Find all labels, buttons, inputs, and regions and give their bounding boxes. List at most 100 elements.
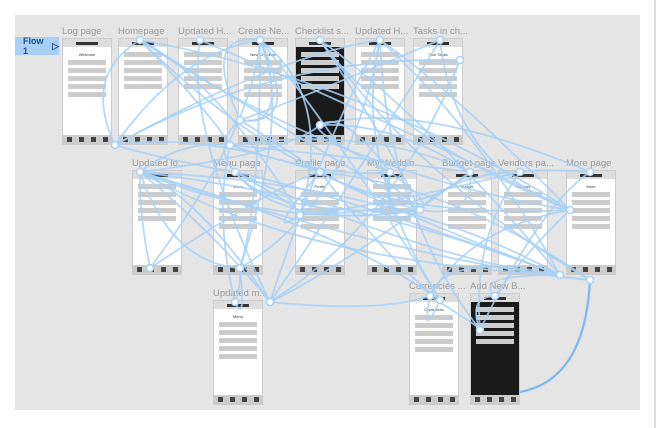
- frame-label[interactable]: My Weddin...: [367, 158, 423, 169]
- placeholder-bar: [476, 315, 514, 320]
- frame-thumbnail[interactable]: [355, 38, 405, 145]
- frame-label[interactable]: Menu page: [213, 158, 261, 169]
- placeholder-bar: [219, 338, 257, 343]
- tab-bar: [119, 135, 167, 144]
- frame-header: [63, 39, 111, 47]
- placeholder-bar: [373, 216, 411, 221]
- frame-thumbnail[interactable]: [367, 170, 417, 275]
- placeholder-bar: [124, 84, 162, 89]
- placeholder-bar: [476, 323, 514, 328]
- placeholder-bar: [68, 60, 106, 65]
- placeholder-bar: [448, 192, 486, 197]
- frame-thumbnail[interactable]: Menu: [213, 300, 263, 405]
- frame-label[interactable]: Budget page: [442, 158, 496, 169]
- placeholder-bar: [572, 224, 610, 229]
- placeholder-bar: [361, 84, 399, 89]
- frame-header: [119, 39, 167, 47]
- frame-label[interactable]: Profile page: [295, 158, 346, 169]
- frame-label[interactable]: Updated m...: [213, 288, 268, 299]
- frame-label[interactable]: Log page: [62, 26, 102, 37]
- placeholder-bar: [476, 331, 514, 336]
- frame-thumbnail[interactable]: More: [566, 170, 616, 275]
- frame-title: Welcome: [78, 52, 96, 57]
- tab-bar: [567, 265, 615, 274]
- frame-label[interactable]: Vendors pa...: [498, 158, 554, 169]
- placeholder-bar: [219, 208, 257, 213]
- flow-label: Flow 1: [23, 36, 44, 56]
- placeholder-bar: [301, 224, 339, 229]
- placeholder-bar: [419, 68, 457, 73]
- frame-thumbnail[interactable]: [295, 38, 345, 145]
- frame-thumbnail[interactable]: New Checklist: [238, 38, 288, 145]
- frame-label[interactable]: Homepage: [118, 26, 165, 37]
- frame-label[interactable]: Checklist s...: [295, 26, 349, 37]
- placeholder-bar: [301, 76, 339, 81]
- placeholder-bar: [373, 200, 411, 205]
- placeholder-bar: [419, 92, 457, 97]
- placeholder-bar: [124, 52, 162, 57]
- frame-thumbnail[interactable]: Welcome: [62, 38, 112, 145]
- placeholder-bar: [572, 192, 610, 197]
- frame-thumbnail[interactable]: Profile: [295, 170, 345, 275]
- play-icon[interactable]: ▷: [52, 40, 59, 51]
- frame-thumbnail[interactable]: Your Tasks: [413, 38, 463, 145]
- frame-thumbnail[interactable]: [470, 293, 520, 405]
- frame-thumbnail[interactable]: Currencies: [409, 293, 459, 405]
- frame-thumbnail[interactable]: [118, 38, 168, 145]
- frame-label[interactable]: Updated H...: [355, 26, 409, 37]
- frame-title: Profile: [314, 184, 326, 189]
- placeholder-bar: [68, 84, 106, 89]
- placeholder-bar: [184, 60, 222, 65]
- placeholder-bar: [219, 346, 257, 351]
- placeholder-bar: [219, 192, 257, 197]
- placeholder-bar: [184, 84, 222, 89]
- placeholder-bar: [504, 200, 542, 205]
- placeholder-bar: [415, 347, 453, 352]
- tab-bar: [133, 265, 181, 274]
- frame-label[interactable]: Add New B...: [470, 281, 526, 292]
- frame-header: [414, 39, 462, 47]
- frame-header: [471, 294, 519, 302]
- placeholder-bar: [448, 208, 486, 213]
- frame-label[interactable]: Currencies ...: [409, 281, 466, 292]
- placeholder-bar: [419, 84, 457, 89]
- placeholder-bar: [184, 76, 222, 81]
- frame-label[interactable]: Updated lo...: [132, 158, 186, 169]
- placeholder-bar: [373, 184, 411, 189]
- frame-header: [499, 171, 547, 179]
- frame-thumbnail[interactable]: [178, 38, 228, 145]
- placeholder-bar: [301, 208, 339, 213]
- placeholder-bar: [68, 76, 106, 81]
- frame-header: [410, 294, 458, 302]
- placeholder-bar: [138, 184, 176, 189]
- frame-thumbnail[interactable]: [132, 170, 182, 275]
- frame-header: [214, 301, 262, 309]
- placeholder-bar: [415, 323, 453, 328]
- frame-thumbnail[interactable]: Budget: [442, 170, 492, 275]
- placeholder-bar: [476, 339, 514, 344]
- placeholder-bar: [244, 76, 282, 81]
- flow-starting-point[interactable]: Flow 1 ▷: [15, 36, 59, 56]
- scrollbar[interactable]: [654, 0, 656, 428]
- tab-bar: [414, 135, 462, 144]
- placeholder-bar: [415, 339, 453, 344]
- placeholder-bar: [219, 200, 257, 205]
- frame-thumbnail[interactable]: Menu: [213, 170, 263, 275]
- tab-bar: [368, 265, 416, 274]
- frame-header: [567, 171, 615, 179]
- frame-header: [368, 171, 416, 179]
- placeholder-bar: [504, 208, 542, 213]
- frame-label[interactable]: More page: [566, 158, 612, 169]
- placeholder-bar: [415, 315, 453, 320]
- placeholder-bar: [361, 60, 399, 65]
- placeholder-bar: [244, 92, 282, 97]
- placeholder-bar: [301, 216, 339, 221]
- frame-label[interactable]: Create Ne...: [238, 26, 290, 37]
- frame-label[interactable]: Updated H...: [178, 26, 232, 37]
- placeholder-bar: [448, 224, 486, 229]
- frame-title: Menu: [232, 314, 243, 319]
- tab-bar: [239, 135, 287, 144]
- frame-header: [179, 39, 227, 47]
- frame-thumbnail[interactable]: Vendors: [498, 170, 548, 275]
- frame-label[interactable]: Tasks in ch...: [413, 26, 468, 37]
